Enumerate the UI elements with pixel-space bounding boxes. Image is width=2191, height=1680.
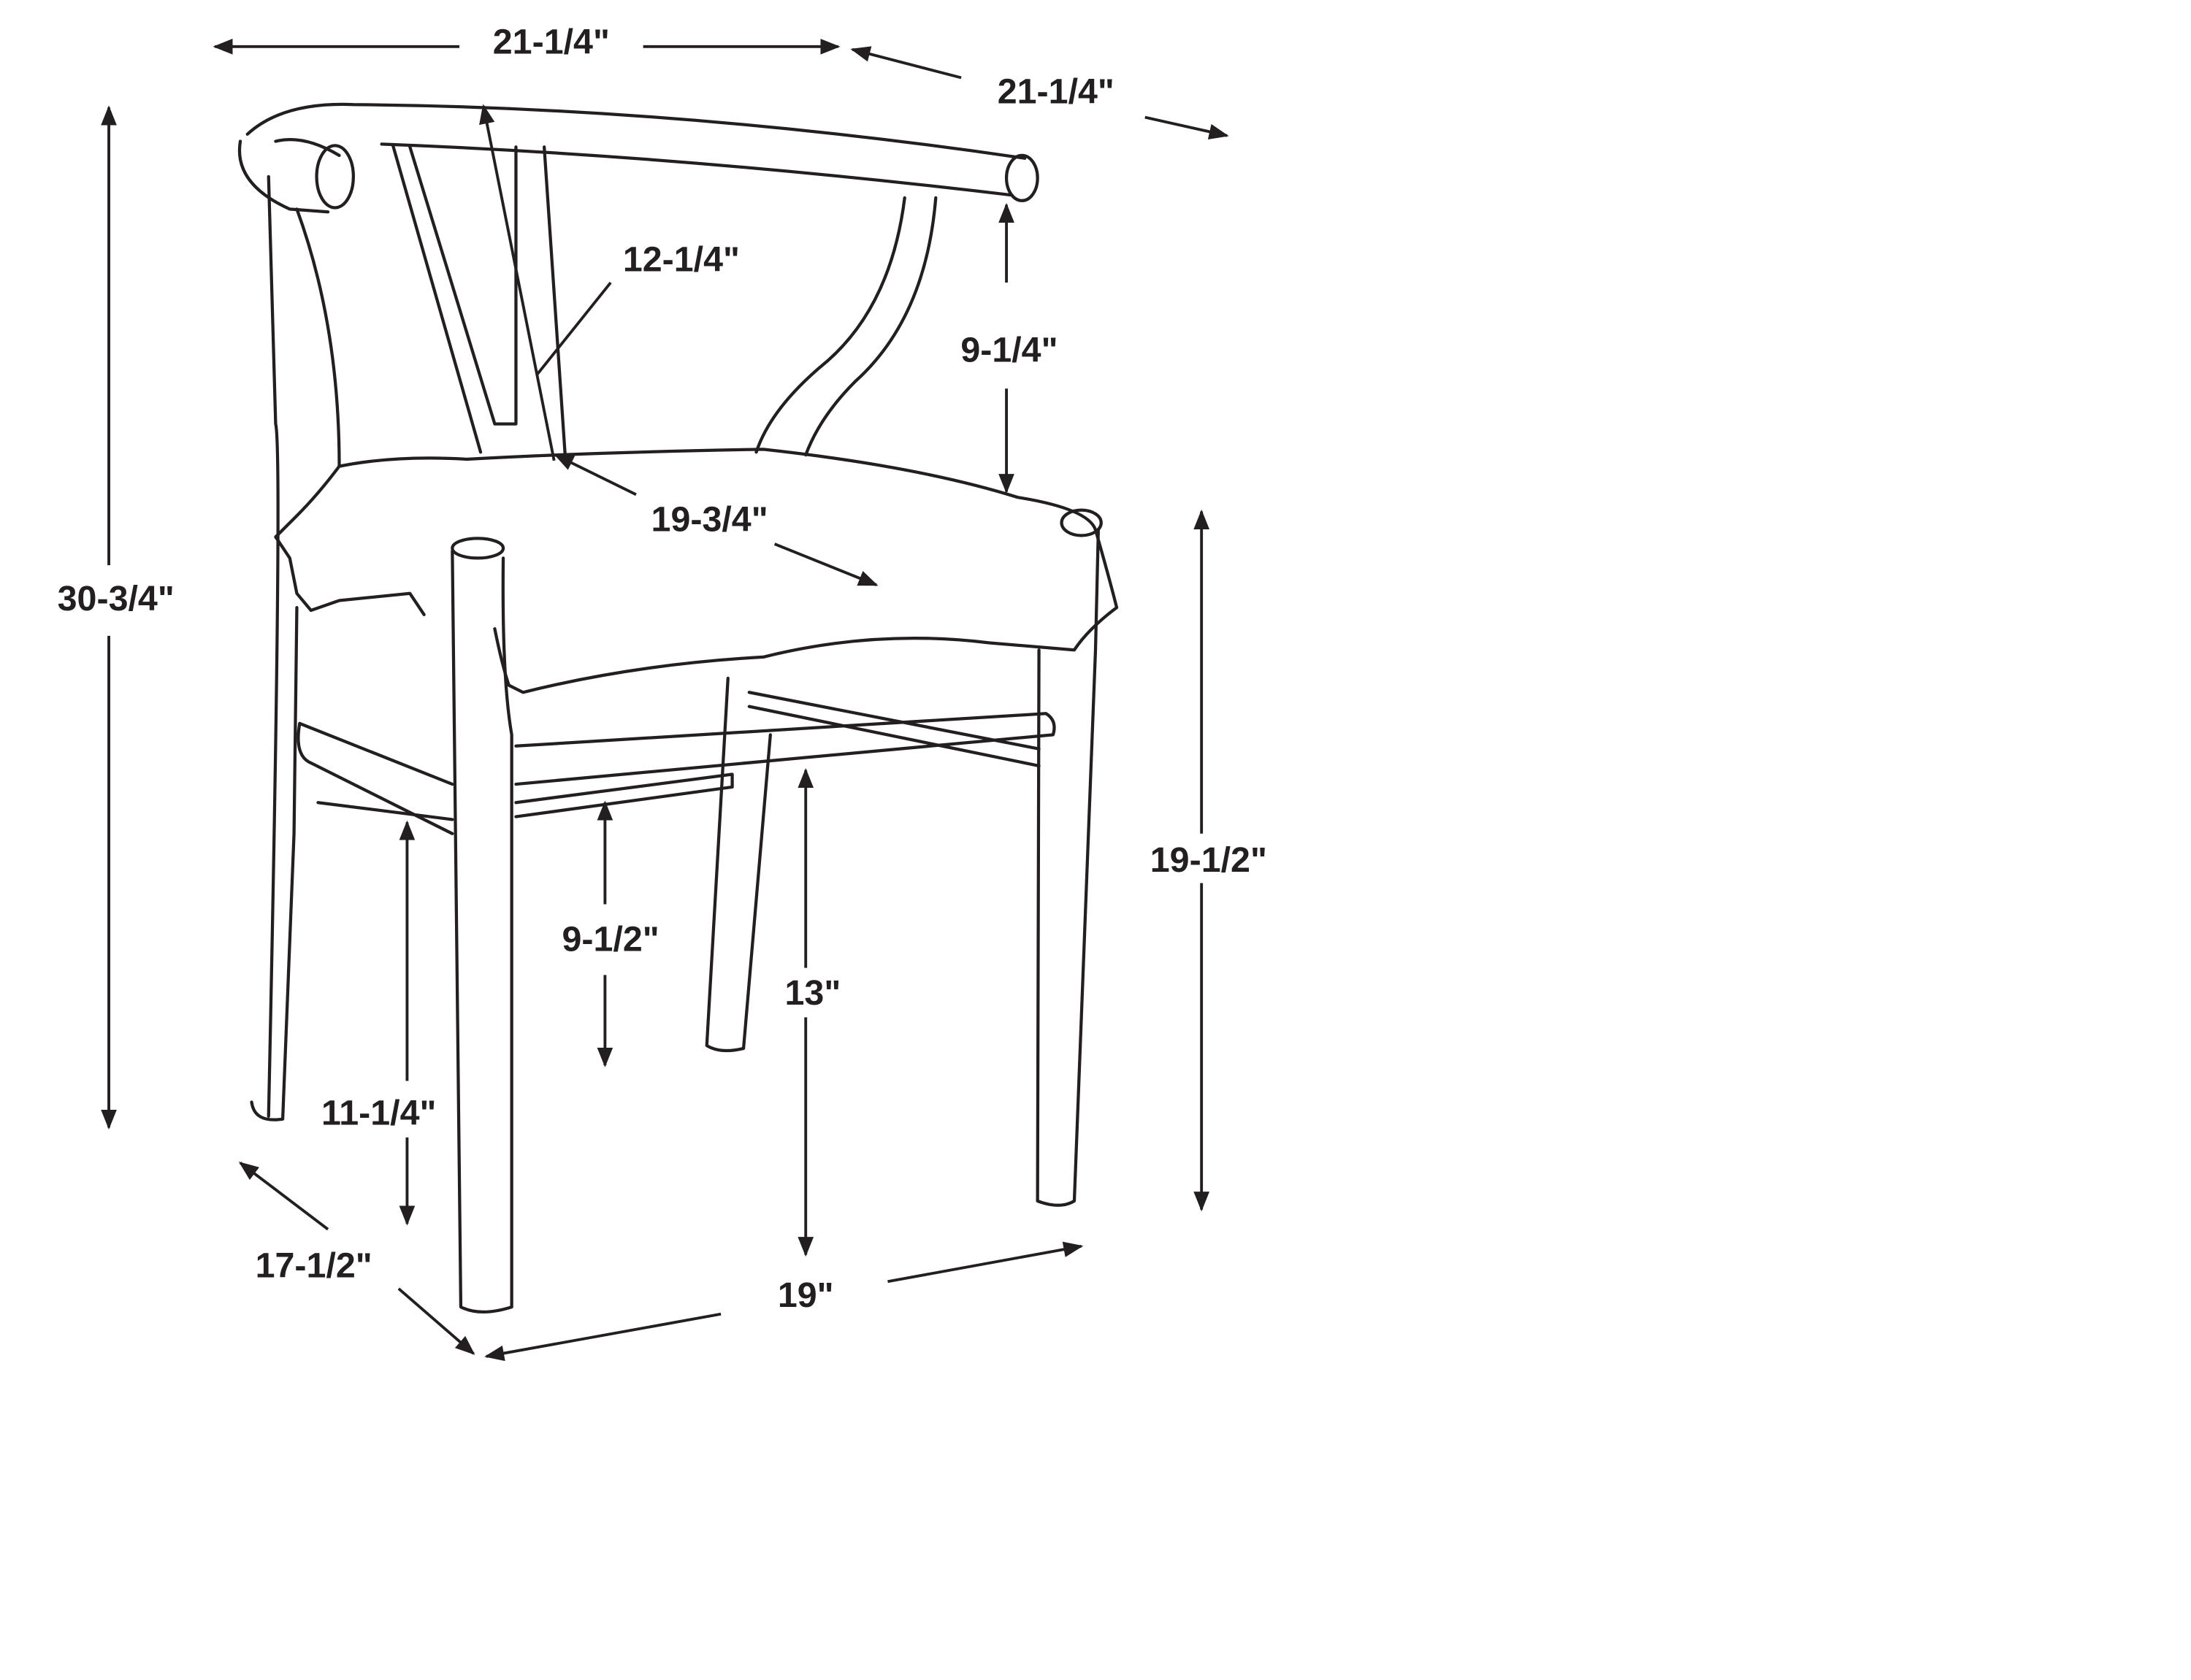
dim-arrow-leg-depth-back [238, 1162, 329, 1231]
dim-arrow-backrest [479, 104, 556, 461]
dim-leader-backrest [535, 281, 612, 376]
dim-arrow-leg-width-left [484, 1312, 722, 1362]
label-front-stretcher-height: 9-1/2" [562, 919, 659, 959]
label-seat-depth: 19-3/4" [651, 500, 768, 540]
dimension-labels: 21-1/4" 21-1/4" 30-3/4" 12-1/4" 9-1/4" 1… [58, 23, 1267, 1316]
dim-arrow-seat-depth-front [773, 542, 879, 586]
label-backrest-height: 12-1/4" [623, 240, 740, 280]
label-overall-width: 21-1/4" [493, 23, 610, 62]
label-overall-height: 30-3/4" [58, 579, 175, 618]
label-leg-width: 19" [778, 1276, 834, 1315]
label-arm-height: 9-1/4" [960, 330, 1058, 369]
dim-arrow-leg-depth-front [397, 1287, 475, 1355]
label-rear-stretcher-height: 11-1/4" [321, 1093, 436, 1132]
dim-arrow-depth-top-right [1144, 115, 1229, 140]
label-overall-depth: 21-1/4" [998, 72, 1114, 111]
dim-arrow-depth-top-left [850, 46, 962, 80]
label-seat-height: 19-1/2" [1150, 840, 1267, 880]
label-leg-depth: 17-1/2" [256, 1246, 372, 1285]
dimension-lines [101, 39, 1229, 1362]
label-side-stretcher-height: 13" [785, 973, 841, 1013]
dim-arrow-leg-width-right [887, 1241, 1084, 1284]
chair-drawing [237, 102, 1119, 1313]
dim-arrow-seat-depth-back [554, 453, 637, 496]
